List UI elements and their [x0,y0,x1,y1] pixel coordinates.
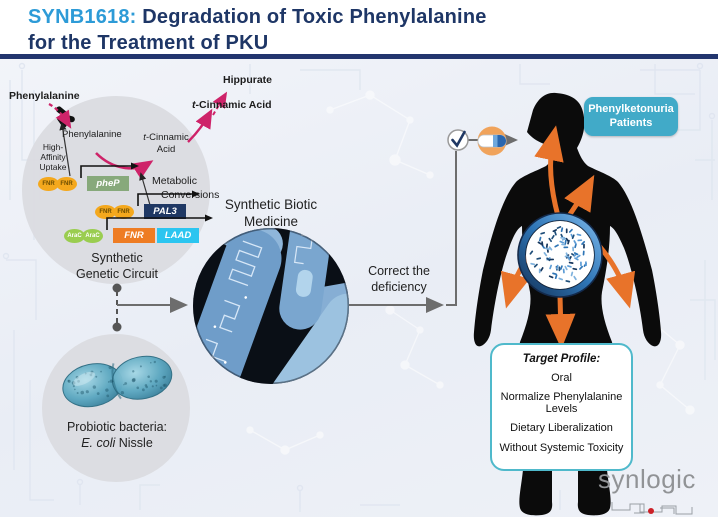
gene-phep: pheP [87,176,129,191]
phenylalanine-entry-arrow [48,103,72,129]
tca-export-arrow [187,108,213,143]
logo-circuit-icon [611,502,693,515]
ecoli-nissle-bacterium [62,355,173,408]
target-item-normalize: Normalize Phenylalanine Levels [500,390,623,416]
title-line2: for the Treatment of PKU [28,31,269,54]
slide-title: SYNB1618: Degradation of Toxic Phenylala… [28,5,718,56]
high-affinity-uptake-arrow [59,122,71,177]
patients-line1: Phenylketonuria [588,102,674,115]
gene-laad: LAAD [157,228,199,243]
gut-microbiome-circle [517,212,603,298]
synlogic-logo: synlogic [598,464,696,494]
label-hippurate: Hippurate [223,74,273,86]
circuit-row-fnr-laad: AraC AraC FNR LAAD [64,214,213,243]
target-item-toxicity: Without Systemic Toxicity [499,441,624,454]
label-phenylalanine-internal: Phenylalanine [62,129,122,140]
phenylketonuria-patients-badge: Phenylketonuria Patients [584,97,678,136]
promoter-arrow-icon [80,162,139,178]
capsule-icon [477,126,507,156]
target-profile-box: Target Profile: Oral Normalize Phenylala… [490,343,633,471]
target-item-oral: Oral [551,371,572,384]
promoter-arac-badge: AraC [64,229,85,243]
tca-to-hippurate-arrow [212,91,228,116]
title-code: SYNB1618: [28,6,137,28]
metabolic-conversion-arrow [139,172,151,206]
patients-line2: Patients [609,116,653,129]
promoter-arrow-icon [106,214,213,230]
promoter-fnr-badge: FNR [38,177,59,191]
slide-header: SYNB1618: Degradation of Toxic Phenylala… [0,0,718,59]
title-line1: Degradation of Toxic Phenylalanine [136,6,487,28]
promoter-arrow-icon [137,190,200,206]
checkmark-icon [447,129,469,151]
gene-fnr: FNR [113,228,155,243]
promoter-fnr-badge: FNR [95,205,116,219]
cell-combination-connector [112,283,122,332]
phe-to-tca-arrow [95,152,154,180]
promoter-arac-badge: AraC [82,229,103,243]
promoter-fnr-badge: FNR [113,205,134,219]
label-phenylalanine-external: Phenylalanine [9,90,80,102]
probiotic-cell-circle [42,334,190,482]
caption-probiotic-bacteria: Probiotic bacteria: E. coli Nissle [66,420,168,450]
circuit-row-phep: FNR FNR pheP [38,162,139,191]
promoter-fnr-badge: FNR [56,177,77,191]
target-profile-title: Target Profile: [522,353,601,365]
label-t-cinnamic-acid-internal: t-Cinnamic Acid [143,132,189,156]
background-molecules [246,90,695,455]
circuit-row-pal3: FNR FNR PAL3 [95,190,200,219]
label-t-cinnamic-acid-external: t-Cinnamic Acid [192,99,272,111]
gene-pal3: PAL3 [144,204,186,219]
target-item-dietary: Dietary Liberalization [510,422,613,435]
